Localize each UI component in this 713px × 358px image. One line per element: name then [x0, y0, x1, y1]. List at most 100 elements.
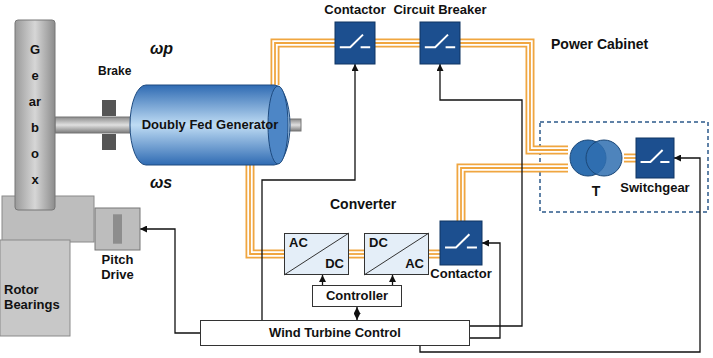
converter-region: AC DC DC AC Controller Contactor Converter	[272, 193, 512, 315]
speed-symbol: ωp	[150, 40, 173, 58]
power-line	[429, 254, 440, 255]
switch-contact	[641, 150, 670, 162]
control-line	[140, 229, 200, 333]
controller-box: Controller	[312, 285, 402, 307]
contactor-switch: Contactor	[440, 221, 482, 265]
transformer-symbol: T	[568, 136, 624, 180]
gearbox-body	[15, 20, 55, 210]
node-text: Converter	[330, 196, 396, 212]
power-line	[275, 43, 335, 85]
ac-dc-box: AC DC	[284, 233, 349, 275]
switch-body	[440, 221, 482, 265]
node-text: AC	[405, 257, 424, 272]
rotor-bearings	[0, 196, 94, 336]
diagonal	[284, 233, 349, 275]
control-line	[392, 275, 393, 285]
switch-contact	[445, 234, 477, 247]
converter-stage	[365, 234, 429, 275]
node-text: DC	[369, 236, 388, 251]
signal-wire	[262, 64, 355, 320]
node-text: DC	[325, 257, 344, 272]
power-line	[624, 158, 636, 159]
pitch-drive-motor	[113, 214, 122, 243]
power-cabinet: ContactorCircuit BreakerPower Cabinet	[295, 0, 545, 72]
pitch-shape	[95, 208, 140, 250]
phase-wire	[624, 154, 636, 163]
phase-wire	[429, 250, 440, 259]
node-text: Contactor	[324, 3, 385, 18]
power-line	[349, 254, 364, 255]
sw-shape	[636, 138, 674, 178]
node-text: Pitch Drive	[92, 253, 144, 283]
phase-wire	[375, 42, 420, 44]
phase-wire	[349, 251, 364, 256]
box-outline	[313, 286, 402, 307]
node-text: Circuit Breaker	[393, 3, 486, 18]
tr-shape	[568, 136, 624, 180]
shaft	[55, 117, 133, 133]
contactor-switch: Contactor	[335, 22, 375, 64]
signal-wire	[392, 275, 393, 285]
pitch-drive: Pitch Drive	[95, 208, 140, 250]
box-outline	[201, 321, 470, 346]
phase-wire	[429, 253, 440, 255]
phase-wire	[461, 168, 568, 221]
phase-wire	[461, 168, 568, 221]
control-line	[322, 275, 323, 285]
switch-body	[335, 22, 375, 64]
signal-wire	[140, 229, 200, 333]
signal-wire	[356, 307, 357, 320]
phase-wire	[275, 43, 335, 85]
sw-shape	[440, 221, 482, 265]
gearbox: Gearbox	[15, 20, 55, 210]
brake-pad	[102, 134, 116, 150]
phase-wire	[460, 43, 568, 150]
node-text: Switchgear	[620, 181, 689, 196]
control-line	[440, 64, 522, 326]
node-text: Gearbox	[29, 37, 42, 193]
dc-ac-box: DC AC	[364, 233, 429, 275]
node-text: Wind Turbine Control	[269, 326, 401, 341]
power-line	[460, 43, 568, 150]
node-text: Controller	[326, 289, 388, 304]
phase-wire	[375, 40, 420, 45]
phase-wire	[275, 43, 335, 85]
sw-shape	[335, 22, 375, 64]
node-text: T	[592, 183, 601, 199]
phase-wire	[460, 43, 568, 150]
bearing-block	[0, 240, 70, 336]
signal-wire	[322, 275, 323, 285]
phase-wire	[460, 43, 568, 150]
power-line	[375, 43, 420, 44]
phase-wire	[624, 157, 636, 159]
converter-panel	[273, 194, 512, 315]
power-line	[461, 168, 568, 221]
generator-cylinder: Doubly Fed Generator	[130, 85, 290, 165]
brake-pad	[102, 100, 116, 116]
signal-wire	[440, 64, 522, 326]
part-name: Rotor Bearings	[4, 282, 66, 312]
phase-wire	[250, 165, 284, 254]
control-box: Wind Turbine Control	[200, 320, 470, 346]
phase-wire	[250, 165, 284, 254]
cabinet-panel	[295, 0, 545, 72]
generator-body	[130, 85, 290, 165]
power-line	[250, 165, 284, 254]
converter-stage	[285, 234, 349, 275]
phase-wire	[349, 250, 364, 259]
switch-body	[420, 22, 460, 64]
node-text: Contactor	[430, 267, 491, 282]
speed-symbol: ωs	[150, 174, 172, 192]
pitch-drive-body	[95, 208, 140, 250]
node-text: AC	[289, 236, 308, 251]
switch-contact	[425, 35, 455, 48]
circuit-breaker-switch: Circuit Breaker	[420, 22, 460, 64]
switch-contact	[340, 35, 370, 48]
switchgear-switch: Switchgear	[636, 138, 674, 178]
control-line	[262, 64, 355, 320]
node-text: Doubly Fed Generator	[142, 118, 279, 133]
phase-wire	[375, 39, 420, 48]
sw-shape	[420, 22, 460, 64]
